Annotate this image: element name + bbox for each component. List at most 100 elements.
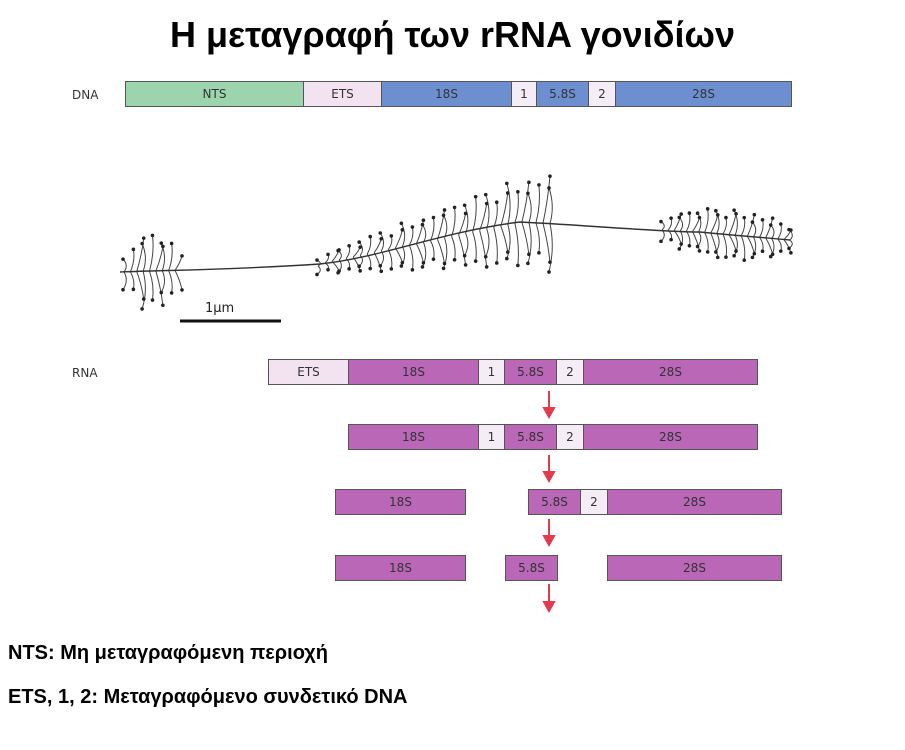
rna-strand-tip bbox=[131, 287, 136, 292]
rna1-ets-segment: ETS bbox=[268, 359, 349, 385]
rna-strand-tip bbox=[724, 215, 728, 220]
rna-strand bbox=[443, 237, 448, 269]
rna-strand-tip bbox=[695, 211, 700, 216]
rna-strand-tip bbox=[379, 237, 384, 241]
legend-transcribed-spacers: ETS, 1, 2: Μεταγραφόμενο συνδετικό DNA bbox=[8, 686, 408, 708]
dna-18s-segment: 18S bbox=[381, 81, 512, 107]
rna-strand-tip bbox=[357, 240, 361, 244]
rna-strand bbox=[660, 229, 665, 242]
rna-strand bbox=[472, 231, 477, 262]
rna-strand bbox=[733, 234, 738, 257]
rna-strand-tip bbox=[677, 247, 682, 251]
rna-strand bbox=[506, 183, 511, 225]
rna-strand-tip bbox=[169, 241, 174, 246]
rna-strand bbox=[752, 221, 757, 238]
rna-strand bbox=[400, 223, 406, 247]
rna-label: RNA bbox=[72, 366, 98, 380]
rna-strand-tip bbox=[547, 186, 551, 190]
rna-strand-tip bbox=[180, 254, 184, 258]
rna-strand bbox=[464, 205, 469, 234]
rna1-its2-segment: 2 bbox=[556, 359, 584, 385]
rna-strand bbox=[149, 235, 154, 272]
rna-strand-tip bbox=[787, 227, 791, 232]
rna-strand bbox=[548, 187, 553, 224]
rna-strand-tip bbox=[760, 249, 765, 254]
rna-strand bbox=[174, 255, 183, 271]
rna-strand bbox=[141, 271, 146, 310]
rna-strand bbox=[479, 203, 488, 231]
rna3-28s-segment: 28S bbox=[607, 489, 782, 515]
rna-strand-tip bbox=[150, 298, 155, 302]
rna-strand bbox=[129, 271, 135, 290]
rna-strand-tip bbox=[150, 233, 155, 238]
rna-strand-tips bbox=[121, 174, 793, 311]
rna-strand-tip bbox=[505, 181, 509, 186]
rna-strand bbox=[174, 270, 183, 291]
rna-strand-tip bbox=[752, 251, 757, 256]
rna-strand-tip bbox=[548, 174, 552, 178]
rna-strand bbox=[373, 238, 382, 253]
rna-strand bbox=[394, 247, 403, 263]
rna-strand bbox=[514, 191, 519, 224]
rna-strand-tip bbox=[463, 211, 468, 216]
rna-strand bbox=[542, 176, 551, 224]
rna4-58s-segment: 5.8S bbox=[505, 555, 558, 581]
rna-strand bbox=[722, 233, 728, 258]
rna-strand-tip bbox=[742, 258, 747, 262]
dna-ets-segment: ETS bbox=[303, 81, 382, 107]
rna-strand-tip bbox=[336, 248, 340, 253]
rna-strand-tip bbox=[473, 194, 478, 199]
rna-strand-tip bbox=[462, 203, 467, 208]
rna-strand-tip bbox=[399, 221, 404, 226]
rna-strand bbox=[422, 242, 427, 268]
rna-strand bbox=[493, 202, 498, 228]
rna-strand bbox=[415, 220, 424, 244]
rna-strand-tip bbox=[140, 241, 144, 246]
rna-strand-tip bbox=[121, 287, 125, 292]
rna-strand bbox=[437, 209, 446, 240]
rna-strand bbox=[430, 217, 435, 241]
rna-strand-tip bbox=[752, 212, 757, 217]
rna-strand bbox=[685, 212, 691, 232]
dna-58s-segment: 5.8S bbox=[536, 81, 589, 107]
rna-strand-tip bbox=[526, 261, 530, 266]
rna-strand bbox=[542, 223, 551, 263]
rna-strand bbox=[704, 232, 709, 253]
rna-strand-tip bbox=[379, 269, 384, 274]
rna-strand-tip bbox=[442, 208, 447, 212]
rna-strand bbox=[345, 245, 351, 259]
rna-strand bbox=[122, 271, 127, 291]
rna-strand-tip bbox=[368, 234, 373, 239]
rna-strand-tip bbox=[537, 183, 541, 187]
rna-strand-tip bbox=[715, 213, 720, 217]
rna1-28s-segment: 28S bbox=[583, 359, 758, 385]
rna-strand-tip bbox=[180, 288, 184, 292]
rna-strand-tip bbox=[516, 263, 520, 268]
page-title: Η μεταγραφή των rRNA γονιδίων bbox=[170, 14, 735, 55]
rna-strand bbox=[667, 217, 673, 231]
rna-strand-tip bbox=[410, 225, 415, 229]
rna-strand bbox=[373, 252, 382, 272]
rna1-18s-segment: 18S bbox=[348, 359, 479, 385]
rna-strand-tip bbox=[724, 255, 728, 259]
rna-strand-tip bbox=[452, 205, 457, 210]
rna-strand bbox=[155, 270, 164, 306]
rna-strand bbox=[479, 230, 488, 267]
rna-strand bbox=[527, 193, 532, 223]
rna-strand bbox=[160, 270, 165, 293]
rna-strand-tip bbox=[462, 253, 467, 258]
rna-strand-tip bbox=[442, 261, 447, 266]
rna-strand bbox=[408, 226, 414, 246]
rna-strand bbox=[430, 240, 435, 260]
rna-strand bbox=[168, 243, 173, 271]
dna-label: DNA bbox=[72, 88, 99, 102]
rna-strand bbox=[765, 237, 774, 255]
rna-strand bbox=[521, 221, 530, 255]
rna-strand-tip bbox=[441, 266, 446, 271]
rna-strand-tip bbox=[750, 220, 755, 224]
rna-strand-tip bbox=[336, 270, 340, 275]
rna-strand-tip bbox=[484, 201, 489, 206]
rna-strand bbox=[535, 222, 541, 253]
rna-strand-tip bbox=[347, 267, 351, 271]
rna-strand bbox=[129, 249, 135, 272]
